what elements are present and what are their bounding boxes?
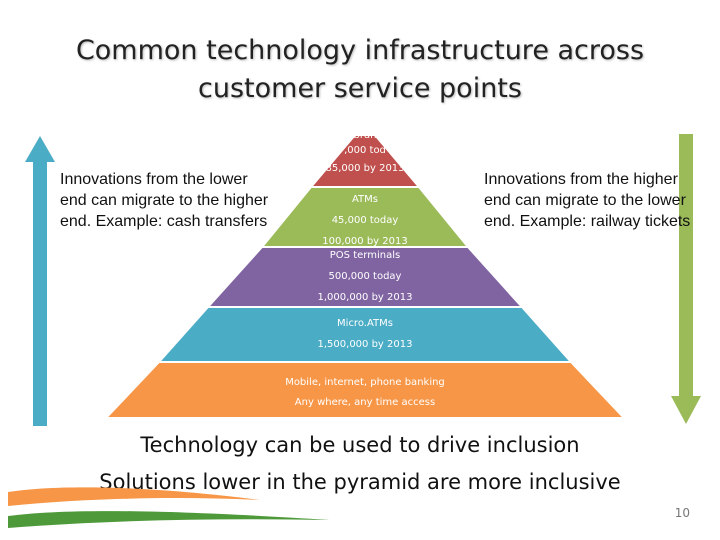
layer-branches-text: bran ,000 tod 85,000 by 2013 bbox=[300, 130, 430, 178]
layer-mobile-name: Mobile, internet, phone banking bbox=[285, 377, 445, 388]
layer-branches-line2: 85,000 by 2013 bbox=[325, 163, 405, 174]
bottom-line-2: Solutions lower in the pyramid are more … bbox=[99, 470, 621, 494]
page-number: 10 bbox=[674, 506, 690, 520]
layer-atms-line1: 45,000 today bbox=[331, 215, 399, 226]
layer-pos-line1: 500,000 today bbox=[328, 271, 402, 282]
layer-atms-name: ATMs bbox=[351, 194, 378, 205]
layer-atms-line2: 100,000 by 2013 bbox=[322, 236, 408, 247]
bottom-text: Technology can be used to drive inclusio… bbox=[60, 427, 660, 501]
up-arrow-icon bbox=[25, 136, 55, 426]
left-note: Innovations from the lower end can migra… bbox=[60, 171, 269, 230]
layer-atms-text: ATMs 45,000 today 100,000 by 2013 bbox=[300, 189, 430, 252]
decorative-swoosh bbox=[8, 487, 330, 528]
slide-title: Common technology infrastructure across … bbox=[40, 32, 680, 108]
bottom-line-1: Technology can be used to drive inclusio… bbox=[140, 433, 580, 457]
layer-microatms-line1: 1,500,000 by 2013 bbox=[317, 339, 413, 350]
layer-branches-line1: ,000 tod bbox=[344, 145, 386, 156]
right-note: Innovations from the higher end can migr… bbox=[484, 171, 691, 230]
title-line-2: customer service points bbox=[198, 73, 522, 104]
layer-pos-name: POS terminals bbox=[329, 250, 401, 261]
layer-mobile-text: Mobile, internet, phone banking Any wher… bbox=[250, 373, 480, 413]
pyramid-layer-mobile bbox=[103, 361, 627, 419]
layer-pos-line2: 1,000,000 by 2013 bbox=[317, 292, 413, 303]
layer-pos-text: POS terminals 500,000 today 1,000,000 by… bbox=[290, 245, 440, 308]
layer-microatms-name: Micro.ATMs bbox=[337, 318, 393, 329]
layer-mobile-line1: Any where, any time access bbox=[294, 397, 436, 408]
title-line-1: Common technology infrastructure across bbox=[75, 35, 645, 66]
layer-microatms-text: Micro.ATMs 1,500,000 by 2013 bbox=[290, 313, 440, 355]
down-arrow-icon bbox=[671, 134, 701, 424]
layer-branches-name: bran bbox=[353, 130, 377, 141]
